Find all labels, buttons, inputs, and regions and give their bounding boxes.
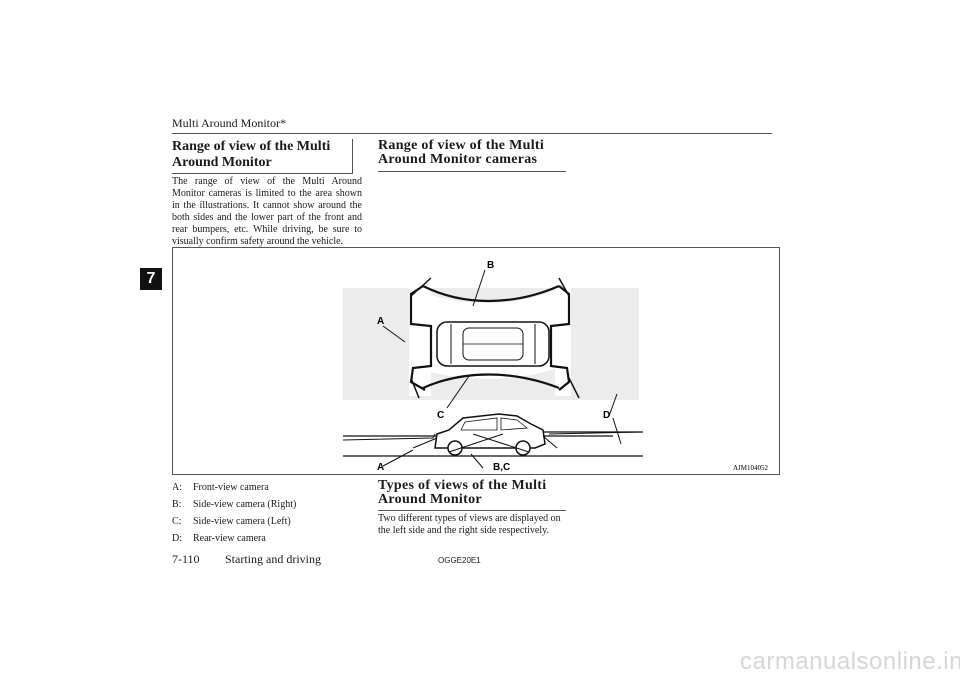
- section-heading-range-of-view-cameras: Range of view of the Multi Around Monito…: [378, 139, 566, 172]
- camera-range-figure: B A C D A B,C AJM104052: [172, 247, 780, 475]
- range-of-view-paragraph: The range of view of the Multi Around Mo…: [172, 176, 362, 247]
- rear-range-arc: [422, 373, 560, 390]
- legend-text: Side-view camera (Right): [193, 499, 297, 510]
- legend-key: D:: [172, 533, 182, 544]
- watermark: carmanualsonline.info: [740, 648, 960, 675]
- camera-range-illustration: B A C D A B,C AJM104052: [342, 260, 769, 473]
- label-a-top: A: [377, 316, 384, 327]
- section-heading-range-of-view: Range of view of the Multi Around Monito…: [172, 139, 353, 174]
- legend-item-d: D: Rear-view camera: [172, 533, 296, 550]
- car-side-view-icon: [434, 413, 546, 456]
- legend-text: Front-view camera: [193, 482, 269, 493]
- running-header: Multi Around Monitor*: [172, 116, 287, 130]
- legend-key: C:: [172, 516, 182, 527]
- label-a-side: A: [377, 462, 384, 473]
- camera-legend: A: Front-view camera B: Side-view camera…: [172, 482, 296, 550]
- label-bc: B,C: [493, 462, 510, 473]
- legend-text: Rear-view camera: [193, 533, 266, 544]
- figure-id: AJM104052: [733, 464, 769, 472]
- header-rule: [172, 133, 772, 134]
- label-d: D: [603, 410, 610, 421]
- footer-section-name: Starting and driving: [225, 552, 321, 566]
- legend-key: B:: [172, 499, 182, 510]
- types-of-views-paragraph: Two different types of views are display…: [378, 513, 561, 536]
- legend-item-c: C: Side-view camera (Left): [172, 516, 296, 533]
- chapter-tab: 7: [140, 268, 162, 290]
- page-number: 7-110: [172, 552, 200, 566]
- label-c: C: [437, 410, 444, 421]
- label-b: B: [487, 260, 494, 271]
- legend-key: A:: [172, 482, 182, 493]
- legend-text: Side-view camera (Left): [193, 516, 291, 527]
- section-heading-types-of-views: Types of views of the Multi Around Monit…: [378, 479, 566, 511]
- front-range-arc: [422, 284, 560, 303]
- car-top-view-icon: [436, 321, 550, 367]
- legend-item-a: A: Front-view camera: [172, 482, 296, 499]
- legend-item-b: B: Side-view camera (Right): [172, 499, 296, 516]
- document-code: OGGE20E1: [438, 556, 481, 565]
